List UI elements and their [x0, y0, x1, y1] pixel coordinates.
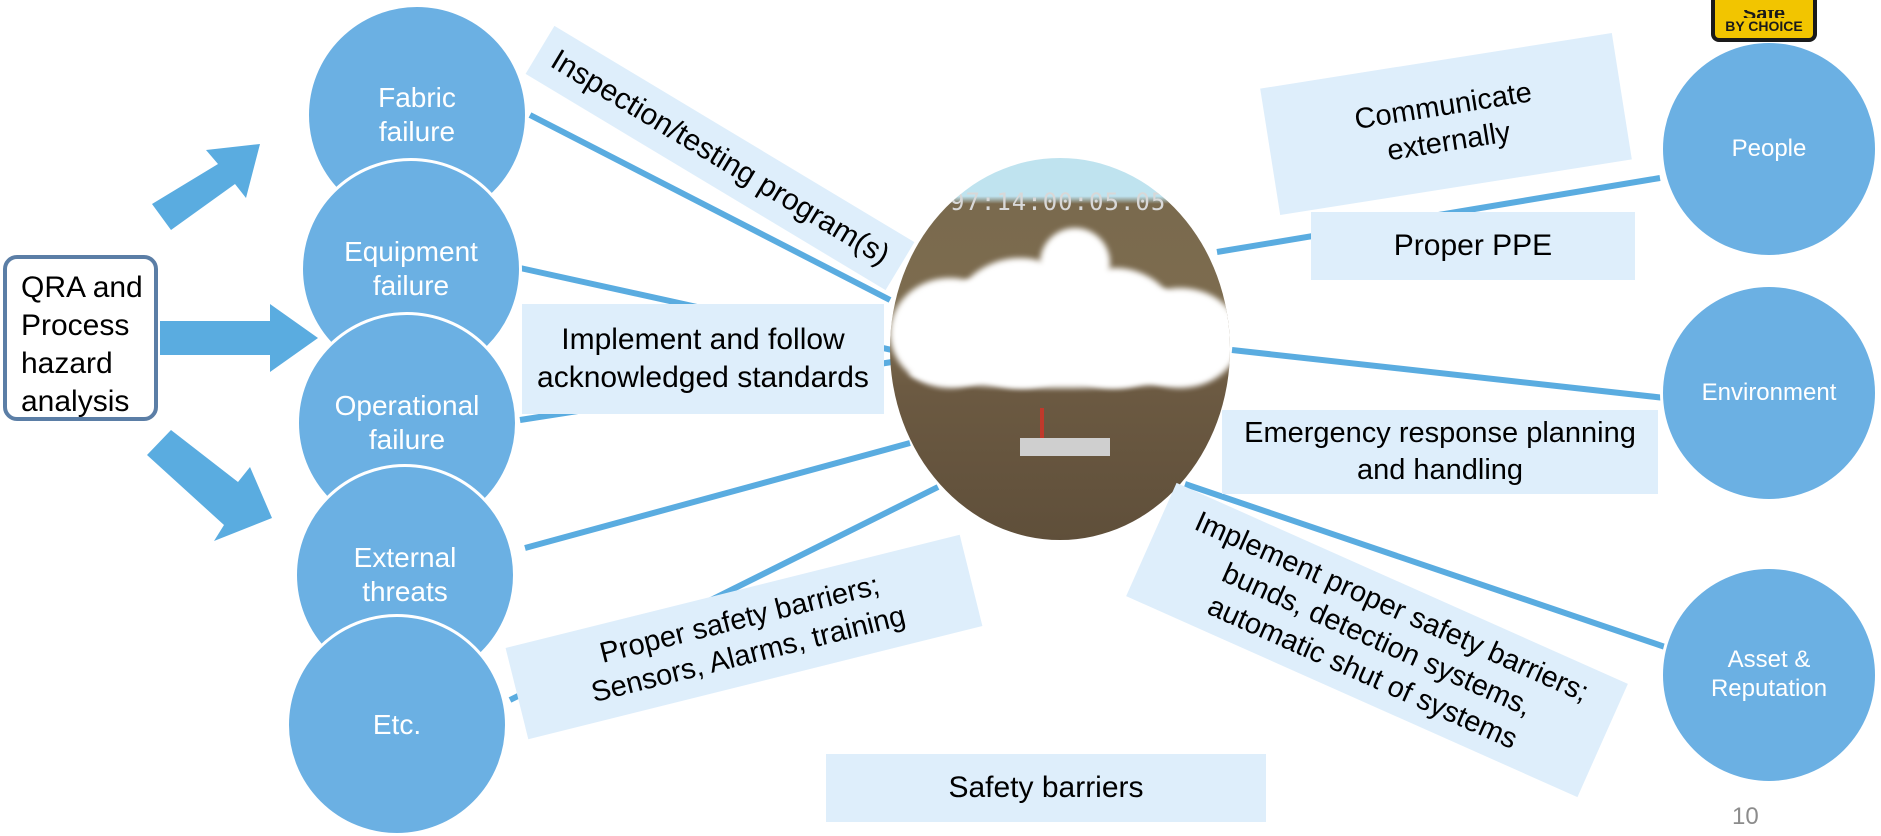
arrow-up-icon: [152, 144, 260, 230]
outcome-environment: Environment: [1660, 284, 1878, 502]
cause-etc: Etc.: [286, 614, 508, 836]
cause-label: Etc.: [372, 709, 422, 741]
qra-process-hazard-box: QRA and Process hazard analysis: [3, 255, 158, 421]
connector-asset: [1184, 481, 1669, 651]
outcome-label: Asset & Reputation: [1710, 646, 1828, 702]
safe-by-choice-logo: Safe BY CHOICE: [1711, 0, 1817, 42]
logo-word: Safe: [1743, 10, 1785, 18]
cause-label: External threats: [353, 542, 457, 607]
cause-label: Equipment failure: [344, 236, 478, 301]
connector-environment: [1231, 347, 1666, 401]
barrier-acknowledged-standards: Implement and follow acknowledged standa…: [522, 304, 884, 414]
arrow-down-icon: [147, 430, 272, 541]
cause-label: Operational failure: [334, 390, 480, 455]
logo-subtitle: BY CHOICE: [1725, 18, 1803, 34]
connector-fabric: [528, 112, 892, 303]
connector-external: [524, 440, 911, 551]
barrier-emergency-response: Emergency response planning and handling: [1222, 410, 1658, 494]
photo-timestamp: 97:14:00:05.05: [950, 188, 1167, 216]
outcome-people: People: [1660, 40, 1878, 258]
gas-release-photo: 97:14:00:05.05: [890, 158, 1230, 540]
outcome-label: Environment: [1701, 378, 1837, 406]
outcome-label: People: [1731, 134, 1807, 162]
cause-label: Fabric failure: [378, 82, 456, 147]
safety-barriers-title: Safety barriers: [826, 754, 1266, 822]
page-number: 10: [1732, 803, 1759, 830]
arrow-right-icon: [160, 304, 318, 372]
outcome-asset-reputation: Asset & Reputation: [1660, 566, 1878, 784]
qra-label: QRA and Process hazard analysis: [21, 271, 143, 418]
barrier-proper-ppe: Proper PPE: [1311, 212, 1635, 280]
